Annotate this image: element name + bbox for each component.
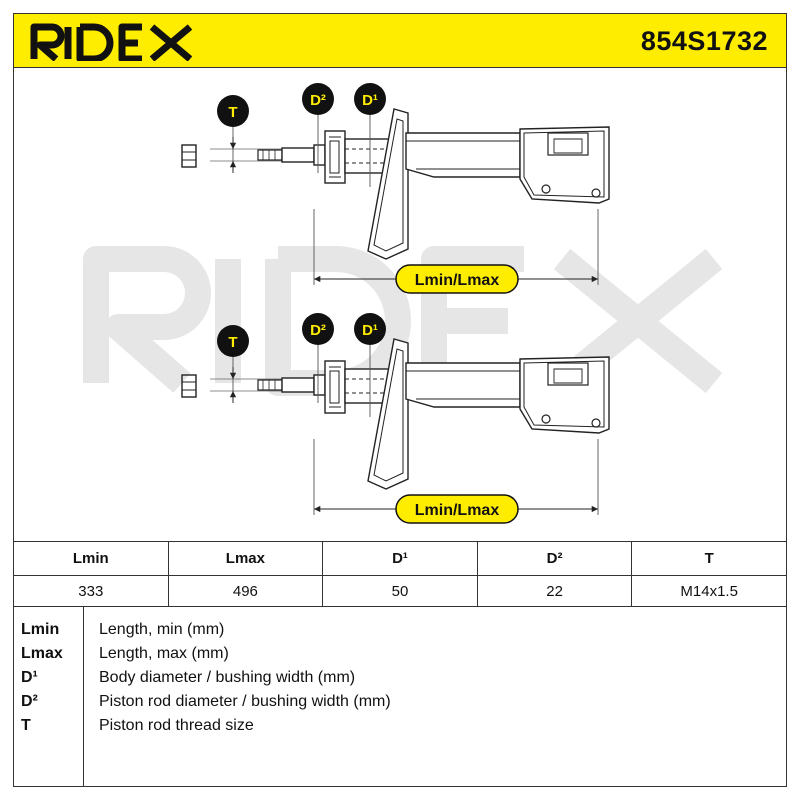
legend-key: T [21, 717, 31, 734]
svg-text:Lmin/Lmax: Lmin/Lmax [415, 272, 500, 289]
value-lmin: 333 [13, 575, 169, 607]
legend: Lmin Length, min (mm) Lmax Length, max (… [13, 606, 787, 787]
strut-view-bottom: T D² D¹ Lmin/Lmax [182, 313, 609, 524]
header-d2: D² [476, 541, 633, 576]
header-t: T [631, 541, 787, 576]
header-d1: D¹ [322, 541, 478, 576]
legend-item: Lmax Length, max (mm) [13, 642, 787, 666]
length-label: Lmin/Lmax [395, 264, 519, 294]
header-bar: 854S1732 [13, 13, 787, 68]
marker-d1: D¹ [354, 83, 386, 115]
legend-description: Piston rod diameter / bushing width (mm) [99, 693, 391, 710]
legend-key: Lmin [21, 621, 60, 638]
svg-text:D¹: D¹ [362, 92, 378, 109]
legend-item: Lmin Length, min (mm) [13, 618, 787, 642]
legend-description: Length, max (mm) [99, 645, 229, 662]
ridex-logo [30, 23, 193, 61]
svg-text:D¹: D¹ [362, 322, 378, 339]
legend-key: D² [21, 693, 38, 710]
header-lmax: Lmax [167, 541, 324, 576]
legend-item: T Piston rod thread size [13, 714, 787, 738]
strut-view-top: T D² D¹ Lmin/Lmax [182, 83, 609, 294]
table-row: 333 496 50 22 M14x1.5 [13, 575, 787, 607]
value-t: M14x1.5 [631, 575, 787, 607]
marker-d2: D² [302, 313, 334, 345]
svg-text:D²: D² [310, 322, 326, 339]
marker-t: T [217, 325, 249, 357]
value-lmax: 496 [167, 575, 324, 607]
spec-table: Lmin Lmax D¹ D² T 333 496 50 22 M14x1.5 [13, 541, 787, 607]
svg-text:Lmin/Lmax: Lmin/Lmax [415, 502, 500, 519]
value-d2: 22 [476, 575, 633, 607]
shock-absorber-drawing: T D² D¹ Lmin/Lmax T D² D¹ [83, 83, 723, 524]
legend-key: D¹ [21, 669, 38, 686]
table-header-row: Lmin Lmax D¹ D² T [13, 541, 787, 576]
legend-description: Piston rod thread size [99, 717, 254, 734]
marker-d1: D¹ [354, 313, 386, 345]
value-d1: 50 [322, 575, 478, 607]
legend-description: Body diameter / bushing width (mm) [99, 669, 356, 686]
legend-key: Lmax [21, 645, 63, 662]
legend-divider [83, 606, 84, 787]
svg-text:T: T [228, 334, 237, 351]
marker-t: T [217, 95, 249, 127]
legend-item: D¹ Body diameter / bushing width (mm) [13, 666, 787, 690]
svg-text:T: T [228, 104, 237, 121]
part-number: 854S1732 [640, 26, 768, 56]
legend-description: Length, min (mm) [99, 621, 225, 638]
legend-item: D² Piston rod diameter / bushing width (… [13, 690, 787, 714]
header-lmin: Lmin [13, 541, 169, 576]
length-label: Lmin/Lmax [395, 494, 519, 524]
svg-text:D²: D² [310, 92, 326, 109]
marker-d2: D² [302, 83, 334, 115]
